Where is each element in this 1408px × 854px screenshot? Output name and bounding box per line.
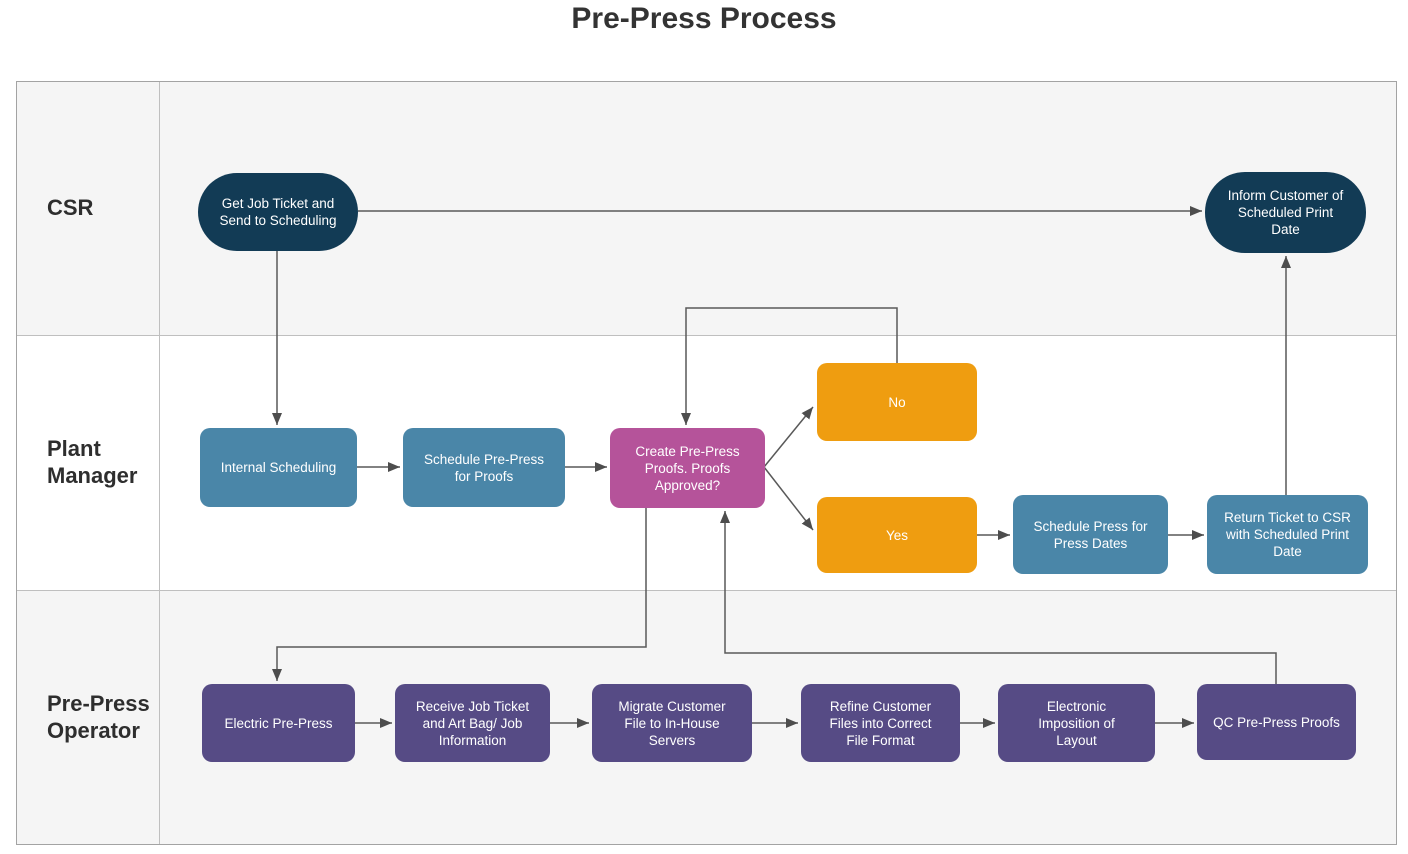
node-qc-pre-press-proofs[interactable]: QC Pre-Press Proofs — [1197, 684, 1356, 760]
lane-label-pre-press-operator: Pre-Press Operator — [17, 591, 160, 844]
node-schedule-pre-press-for-proofs[interactable]: Schedule Pre-Press for Proofs — [403, 428, 565, 507]
node-refine-customer-files[interactable]: Refine Customer Files into Correct File … — [801, 684, 960, 762]
node-yes-branch[interactable]: Yes — [817, 497, 977, 573]
node-schedule-press-dates[interactable]: Schedule Press for Press Dates — [1013, 495, 1168, 574]
node-inform-customer[interactable]: Inform Customer of Scheduled Print Date — [1205, 172, 1366, 253]
node-no-branch[interactable]: No — [817, 363, 977, 441]
node-create-pre-press-proofs[interactable]: Create Pre-Press Proofs. Proofs Approved… — [610, 428, 765, 508]
lane-label-plant-manager: Plant Manager — [17, 336, 160, 590]
node-get-job-ticket[interactable]: Get Job Ticket and Send to Scheduling — [198, 173, 358, 251]
node-migrate-customer-file[interactable]: Migrate Customer File to In-House Server… — [592, 684, 752, 762]
page-title: Pre-Press Process — [571, 2, 837, 35]
node-electric-pre-press[interactable]: Electric Pre-Press — [202, 684, 355, 762]
node-internal-scheduling[interactable]: Internal Scheduling — [200, 428, 357, 507]
node-receive-job-ticket[interactable]: Receive Job Ticket and Art Bag/ Job Info… — [395, 684, 550, 762]
node-return-ticket-to-csr[interactable]: Return Ticket to CSR with Scheduled Prin… — [1207, 495, 1368, 574]
node-electronic-imposition[interactable]: Electronic Imposition of Layout — [998, 684, 1155, 762]
lane-label-csr: CSR — [17, 82, 160, 335]
swimlane-table: CSR Plant Manager Pre-Press Operator — [16, 81, 1397, 845]
